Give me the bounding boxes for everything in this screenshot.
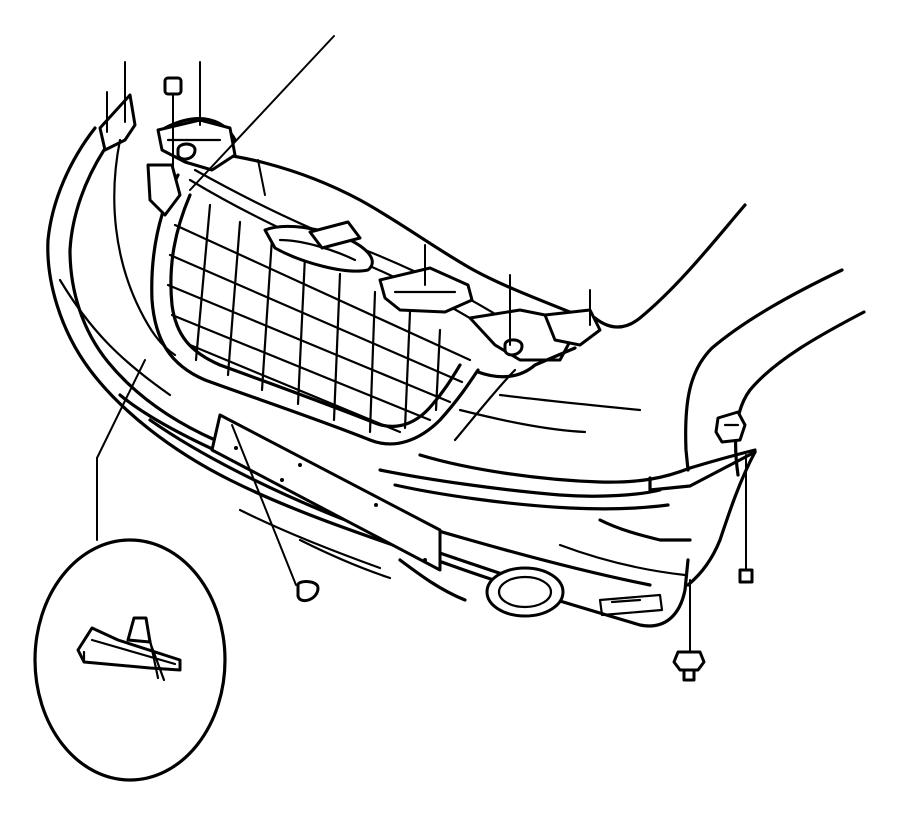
grille-bracket-center bbox=[263, 220, 374, 273]
front-fender bbox=[684, 268, 866, 477]
grille-bracket-right bbox=[378, 266, 602, 362]
fascia-screw bbox=[738, 454, 754, 584]
fascia-clip-right bbox=[714, 410, 747, 444]
retainer-clip-detail bbox=[33, 538, 227, 782]
grille-bracket-left bbox=[98, 93, 237, 217]
fog-lamp bbox=[485, 566, 664, 618]
fascia-bolt bbox=[672, 579, 706, 682]
leader-lines bbox=[96, 35, 591, 586]
license-plate-bracket bbox=[210, 413, 442, 572]
grille bbox=[150, 168, 507, 446]
headlamp-opening bbox=[476, 346, 642, 412]
